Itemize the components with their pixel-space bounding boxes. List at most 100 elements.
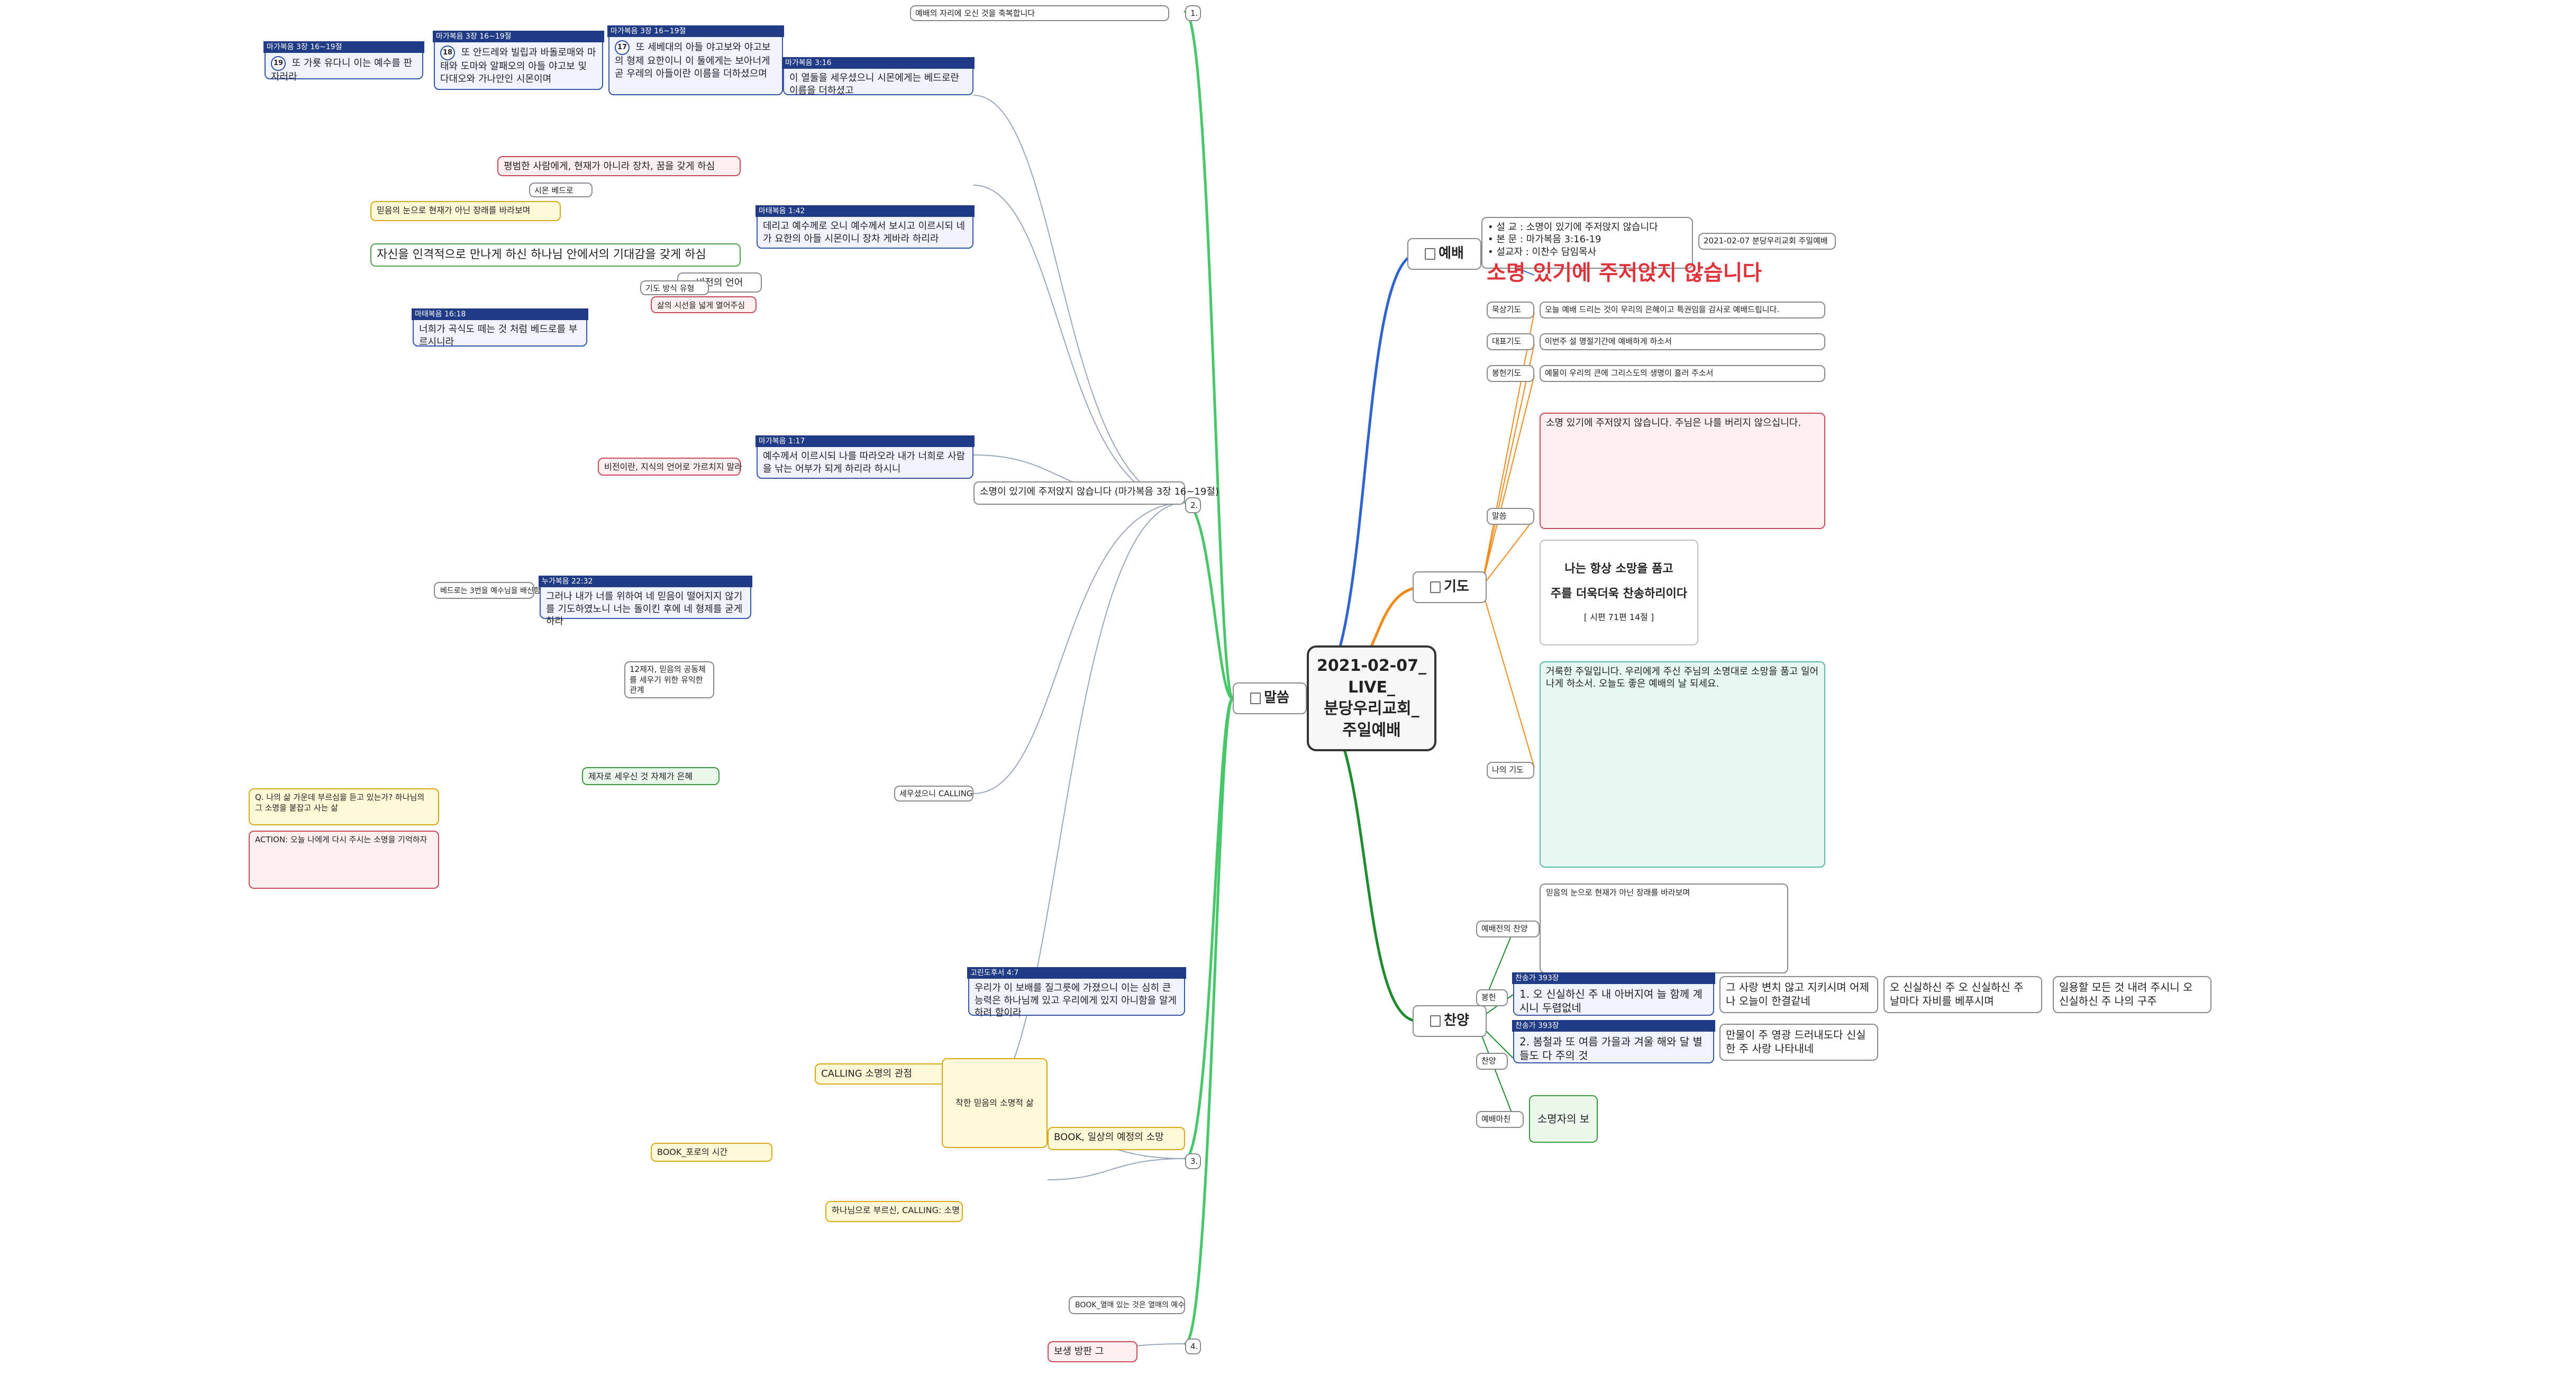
- note-13[interactable]: 하나님으로 부르신, CALLING: 소명: [825, 1201, 963, 1222]
- branch-prayer[interactable]: 기도: [1413, 571, 1487, 603]
- branch-praise-label: 찬양: [1444, 1013, 1469, 1029]
- verse-card-9[interactable]: 고린도후서 4:7 우리가 이 보배를 질그릇에 가졌으니 이는 심히 큰 능력…: [967, 967, 1186, 1018]
- hymn-ref-2: 찬송가 393장: [1512, 1020, 1715, 1032]
- verse-ref-3: 마가복음 3장 16~19절: [607, 25, 784, 38]
- verse-ref-9: 고린도후서 4:7: [967, 967, 1186, 979]
- note-8[interactable]: 제자로 세우신 것 자체가 은혜: [582, 767, 720, 785]
- note-3[interactable]: 자신을 인격적으로 만나게 하신 하나님 안에서의 기대감을 갖게 하심: [370, 243, 741, 267]
- worship-meta[interactable]: • 설 교 : 소명이 있기에 주저앉지 않습니다 • 본 문 : 마가복음 3…: [1481, 217, 1693, 269]
- worship-passage: • 본 문 : 마가복음 3:16-19: [1488, 234, 1601, 245]
- song-line-2: 주를 더욱더욱 찬송하리이다: [1550, 587, 1688, 600]
- verse-card-2[interactable]: 마가복음 3장 16~19절 18 또 안드레와 빌립과 바돌로매와 마태와 도…: [433, 31, 604, 90]
- praise-before: 예배전의 찬양: [1476, 921, 1540, 937]
- document-icon: [1430, 581, 1441, 593]
- outline-2-number: 2.: [1185, 497, 1201, 513]
- prayer-text-4[interactable]: 소명 있기에 주저앉지 않습니다. 주님은 나를 버리지 않으십니다.: [1540, 413, 1825, 529]
- praise-after: 예배마친: [1476, 1111, 1524, 1128]
- note-5[interactable]: 삶의 시선을 넓게 열어주심: [651, 296, 757, 313]
- hymn-text-1: 1. 오 신실하신 주 내 아버지여 늘 함께 계시니 두렴없네: [1519, 988, 1703, 1015]
- prayer-text-5[interactable]: 거룩한 주일입니다. 우리에게 주신 주님의 소명대로 소망을 품고 일어나게 …: [1540, 661, 1825, 868]
- note-9[interactable]: Q. 나의 삶 가운데 부르심을 듣고 있는가? 하나님의 그 소명을 붙잡고 …: [249, 788, 439, 825]
- document-icon: [1250, 693, 1261, 704]
- document-icon: [1425, 248, 1436, 260]
- side-note-3[interactable]: 세우셨으니 CALLING: [894, 786, 973, 802]
- prayer-text-2[interactable]: 이번주 설 명절기간에 예배하게 하소서: [1540, 333, 1825, 350]
- verse-ref-1: 마가복음 3장 16~19절: [263, 41, 424, 53]
- hymn-ref-1: 찬송가 393장: [1512, 972, 1715, 985]
- verse-text-9: 우리가 이 보배를 질그릇에 가졌으니 이는 심히 큰 능력은 하나님께 있고 …: [975, 982, 1177, 1018]
- note-12[interactable]: 착한 믿음의 소명적 삶: [942, 1058, 1048, 1148]
- hymn-text-2: 2. 봄철과 또 여름 가을과 겨울 해와 달 별들도 다 주의 것: [1519, 1035, 1703, 1062]
- verse-text-2: 또 안드레와 빌립과 바돌로매와 마태와 도마와 알패오의 아들 야고보 및 다…: [440, 47, 596, 85]
- side-note-4[interactable]: 12제자, 믿음의 공동체를 세우기 위한 유익한 관계: [624, 661, 714, 698]
- note-11[interactable]: CALLING 소명의 관점: [815, 1063, 952, 1085]
- worship-theme: • 설 교 : 소명이 있기에 주저앉지 않습니다: [1488, 222, 1658, 233]
- praise-item-4[interactable]: 만물이 주 영광 드러내도다 신실한 주 사랑 나타내네: [1719, 1024, 1878, 1061]
- song-ref: [ 시편 71편 14절 ]: [1583, 612, 1654, 623]
- outline-2-title[interactable]: 소명이 있기에 주저앉지 않습니다 (마가복음 3장 16~19절): [973, 481, 1219, 505]
- number-17-icon: 17: [615, 40, 630, 56]
- branch-sermon[interactable]: 말씀: [1233, 682, 1307, 714]
- sermon-title: 소명 있기에 주저앉지 않습니다: [1487, 261, 1762, 285]
- prayer-label-4: 말씀: [1487, 508, 1534, 525]
- note-14[interactable]: BOOK_포로의 시간: [651, 1143, 772, 1162]
- outline-3-number: 3.: [1185, 1153, 1201, 1169]
- note-7[interactable]: 베드로는 3번을 예수님을 배신함: [434, 582, 541, 599]
- praise-item-5[interactable]: 오 신실하신 주 오 신실하신 주 날마다 자비를 베푸시며: [1883, 976, 2042, 1013]
- outline-4-number: 4.: [1185, 1338, 1201, 1354]
- side-note-1[interactable]: 시몬 베드로: [529, 183, 593, 197]
- verse-text-3: 또 세베대의 아들 야고보와 야고보의 형제 요한이니 이 둘에게는 보아너게 …: [615, 42, 771, 79]
- verse-card-3[interactable]: 마가복음 3장 16~19절 17 또 세베대의 아들 야고보와 야고보의 형제…: [607, 25, 784, 95]
- song-line-1: 나는 항상 소망을 품고: [1564, 562, 1673, 576]
- prayer-text-1[interactable]: 오늘 예배 드리는 것이 우리의 은혜이고 특권임을 감사로 예배드립니다.: [1540, 302, 1825, 318]
- verse-text-5: 데리고 예수께로 오니 예수께서 보시고 이르시되 네가 요한의 아들 시몬이니…: [763, 221, 966, 244]
- verse-text-7: 예수께서 이르시되 나를 따라오라 내가 너희로 사람을 낚는 어부가 되게 하…: [763, 451, 966, 475]
- side-note-2[interactable]: 기도 방식 유형: [640, 280, 709, 295]
- verse-text-1: 또 가룟 유다니 이는 예수를 판 자러라: [271, 58, 413, 83]
- song-box[interactable]: 나는 항상 소망을 품고 주를 더욱더욱 찬송하리이다 [ 시편 71편 14절…: [1540, 540, 1698, 645]
- worship-preacher: • 설교자 : 이찬수 담임목사: [1488, 246, 1597, 258]
- worship-date[interactable]: 2021-02-07 분당우리교회 주일예배: [1698, 233, 1836, 250]
- praise-before-text[interactable]: 믿음의 눈으로 현재가 아닌 장래를 바라보며: [1540, 884, 1788, 973]
- prayer-label-5: 나의 기도: [1487, 762, 1534, 779]
- number-19-icon: 19: [271, 56, 286, 71]
- praise-item-6[interactable]: 일용할 모든 것 내려 주시니 오 신실하신 주 나의 구주: [2053, 976, 2211, 1013]
- prayer-label-2: 대표기도: [1487, 333, 1534, 350]
- verse-ref-5: 마태복음 1:42: [755, 205, 975, 217]
- branch-worship[interactable]: 예배: [1407, 238, 1481, 270]
- branch-praise[interactable]: 찬양: [1413, 1005, 1487, 1037]
- verse-card-6[interactable]: 마태복음 16:18 너희가 곡식도 떼는 것 처럼 베드로를 부르시니라: [412, 308, 588, 348]
- note-10[interactable]: ACTION: 오늘 나에게 다시 주시는 소명을 기억하자: [249, 831, 439, 889]
- praise-item-1[interactable]: 찬송가 393장 1. 오 신실하신 주 내 아버지여 늘 함께 계시니 두렴없…: [1512, 972, 1715, 1016]
- verse-card-1[interactable]: 마가복음 3장 16~19절 19 또 가룟 유다니 이는 예수를 판 자러라: [263, 41, 424, 83]
- number-18-icon: 18: [440, 45, 455, 61]
- branch-sermon-label: 말씀: [1264, 690, 1289, 706]
- document-icon: [1430, 1015, 1441, 1027]
- prayer-label-1: 묵상기도: [1487, 302, 1534, 318]
- note-2[interactable]: 믿음의 눈으로 현재가 아닌 장래를 바라보며: [370, 201, 561, 221]
- outline-4-title[interactable]: 보생 방판 그: [1048, 1341, 1137, 1362]
- verse-text-4: 이 열둘을 세우셨으니 시몬에게는 베드로란 이름을 더하셨고: [789, 72, 959, 96]
- verse-card-8[interactable]: 누가복음 22:32 그러나 내가 너를 위하여 네 믿음이 떨어지지 않기를 …: [539, 576, 752, 627]
- link-to-outline-1: [1184, 10, 1234, 700]
- praise-hymn: 찬양: [1476, 1053, 1508, 1070]
- note-15[interactable]: BOOK_열매 있는 것은 열매의 예수: [1069, 1296, 1185, 1314]
- verse-ref-8: 누가복음 22:32: [539, 576, 752, 588]
- outline-3-title[interactable]: BOOK, 일상의 예정의 소망: [1048, 1127, 1185, 1150]
- praise-item-3[interactable]: 그 사랑 변치 않고 지키시며 어제나 오늘이 한결같네: [1719, 976, 1878, 1013]
- prayer-label-3: 봉헌기도: [1487, 365, 1534, 382]
- verse-card-7[interactable]: 마가복음 1:17 예수께서 이르시되 나를 따라오라 내가 너희로 사람을 낚…: [755, 435, 975, 479]
- note-1[interactable]: 평범한 사람에게, 현재가 아니라 장차, 꿈을 갖게 하심: [497, 156, 741, 176]
- praise-item-2[interactable]: 찬송가 393장 2. 봄철과 또 여름 가을과 겨울 해와 달 별들도 다 주…: [1512, 1020, 1715, 1063]
- note-6[interactable]: 비전이란, 지식의 언어로 가르치지 말라: [598, 458, 742, 476]
- verse-card-5[interactable]: 마태복음 1:42 데리고 예수께로 오니 예수께서 보시고 이르시되 네가 요…: [755, 205, 975, 249]
- verse-card-4[interactable]: 마가복음 3:16 이 열둘을 세우셨으니 시몬에게는 베드로란 이름을 더하셨…: [782, 57, 975, 96]
- central-topic[interactable]: 2021-02-07_ LIVE_ 분당우리교회_ 주일예배: [1307, 645, 1436, 751]
- outline-1-title[interactable]: 예배의 자리에 오신 것을 축복합니다: [910, 5, 1169, 21]
- verse-ref-2: 마가복음 3장 16~19절: [433, 31, 604, 43]
- prayer-text-3[interactable]: 예물이 우리의 큰에 그리스도의 생명이 흘러 주소서: [1540, 365, 1825, 382]
- praise-item-7[interactable]: 소명자의 보: [1529, 1095, 1598, 1143]
- verse-ref-6: 마태복음 16:18: [412, 308, 588, 321]
- outline-1-number: 1.: [1185, 5, 1201, 21]
- link-to-outline-2: [1184, 501, 1234, 700]
